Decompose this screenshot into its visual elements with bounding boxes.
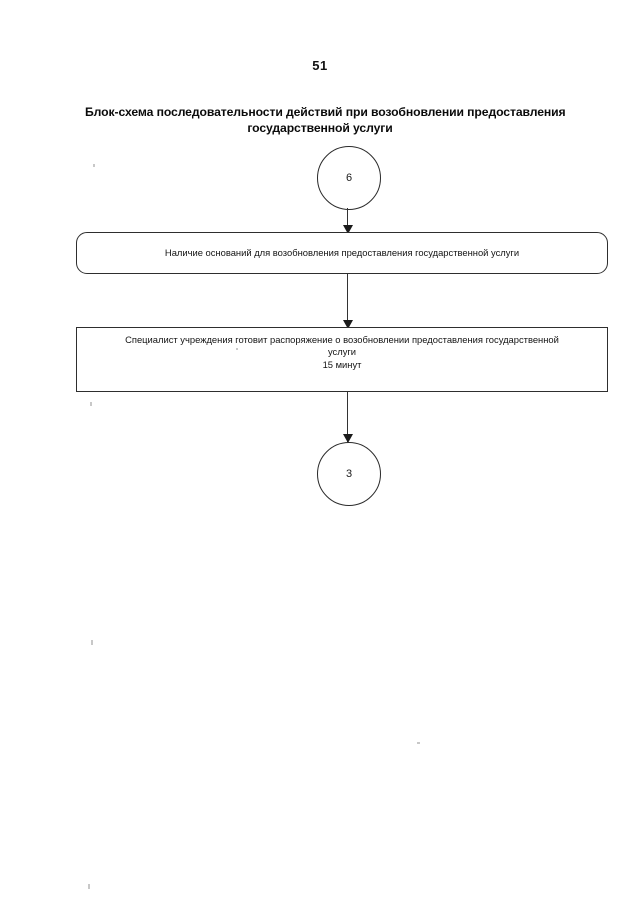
scan-artifact [88,884,90,889]
flowchart-node-order: Специалист учреждения готовит распоряжен… [76,327,608,392]
arrow-grounds-to-order [347,274,349,328]
scan-artifact [236,348,238,350]
scan-artifact [93,164,95,167]
flowchart-connector-end: 3 [317,442,381,506]
flowchart-node-grounds-label: Наличие оснований для возобновления пред… [164,246,520,258]
page-number: 51 [312,58,328,73]
flowchart-node-order-label-line-2: услуги [327,346,357,358]
scan-artifact [417,742,420,744]
flowchart-node-order-label-line-1: Специалист учреждения готовит распоряжен… [125,334,559,345]
flowchart-node-order-duration: 15 минут [322,358,362,370]
page-title-line-1: Блок-схема последовательности действий п… [85,105,566,119]
scan-artifact [90,402,92,406]
page-title-line-2: государственной услуги [247,121,393,135]
arrow-start-to-grounds [347,208,349,233]
arrow-order-to-end [347,392,349,442]
page-title: Блок-схема последовательности действий п… [85,104,566,136]
scan-artifact [91,640,93,645]
flowchart-connector-start: 6 [317,146,381,210]
flowchart-node-grounds: Наличие оснований для возобновления пред… [76,232,608,274]
